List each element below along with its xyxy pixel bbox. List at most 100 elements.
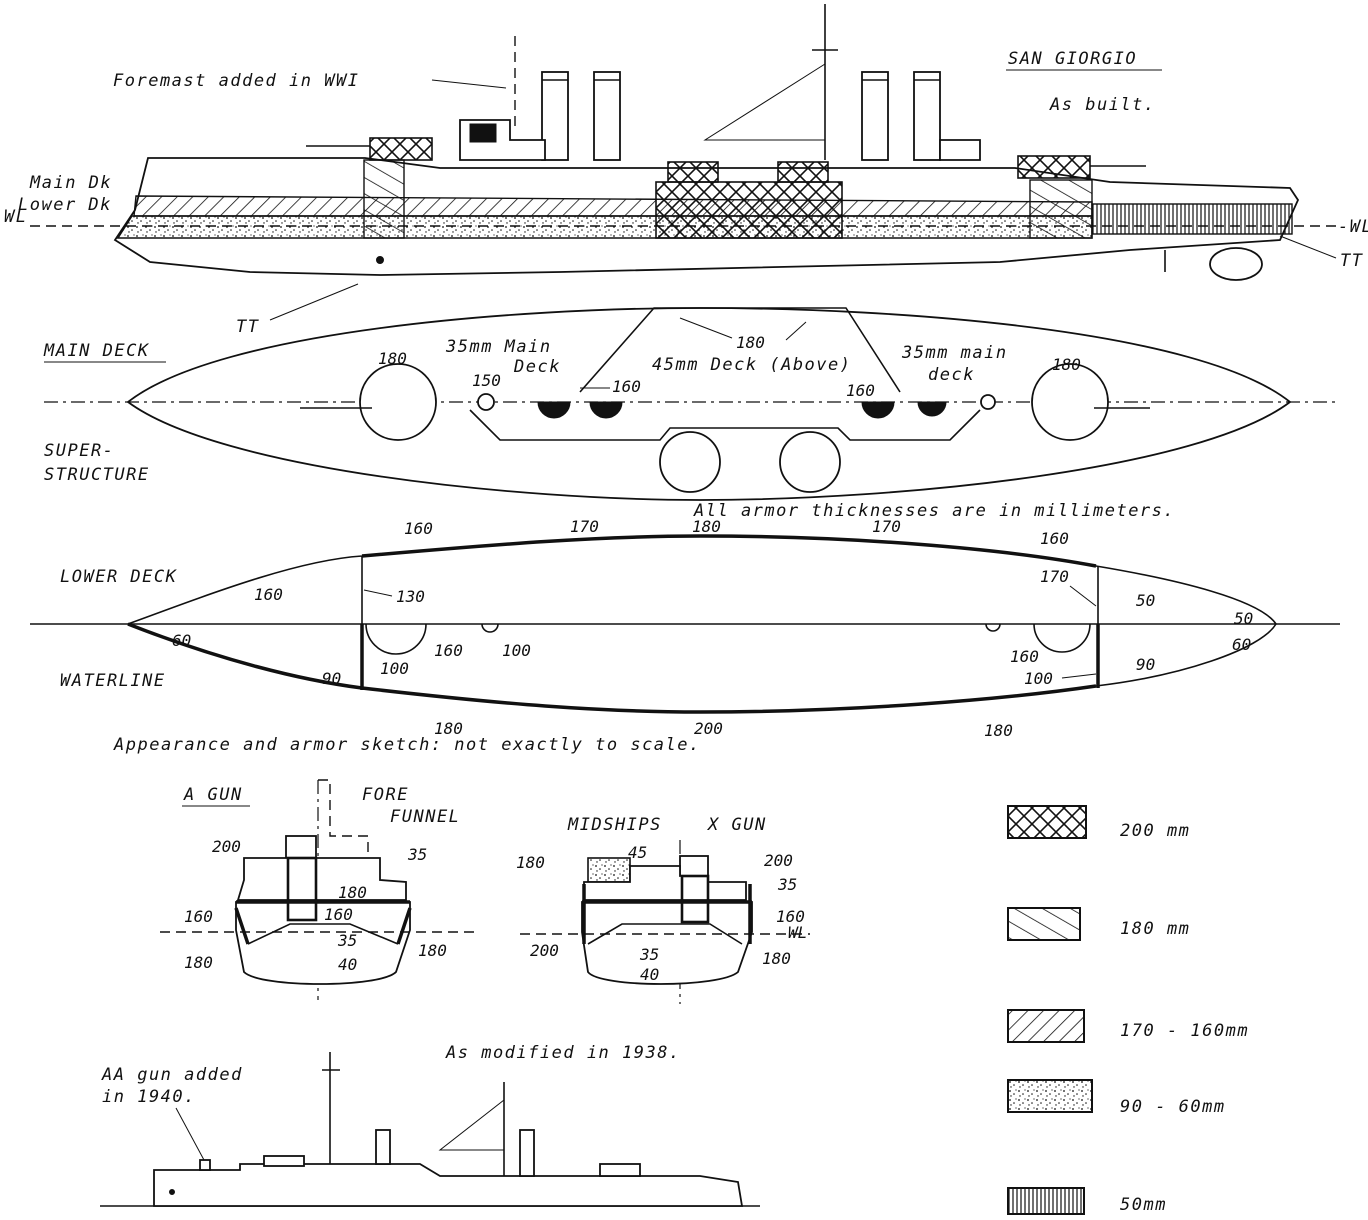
legend-label-180: 180 mm — [1120, 919, 1190, 939]
lower-deck-edge-upper — [127, 535, 1277, 625]
rudder — [1209, 247, 1263, 281]
legend-swatch-180 — [1007, 907, 1081, 941]
fore-barbette — [359, 363, 437, 441]
a-gun-label: A GUN — [183, 785, 243, 805]
md-180-leader-b — [785, 321, 807, 341]
funnel-4 — [913, 71, 941, 161]
lower-hatch-2 — [985, 623, 1001, 632]
bridge-window — [469, 123, 497, 143]
ld-130: 130 — [396, 587, 425, 606]
m-45: 45 — [628, 843, 647, 862]
turret-1938-aft — [599, 1163, 641, 1177]
x-gun-turret — [679, 855, 709, 877]
legend-swatch-50 — [1007, 1187, 1085, 1215]
a-gun-barbette — [286, 856, 318, 922]
a-35b: 35 — [337, 931, 357, 950]
derrick-1938 — [438, 1099, 505, 1151]
wl-bot-180-right: 180 — [984, 721, 1013, 740]
armor-legend: 200 mm 180 mm 170 - 160mm 90 - 60mm 50mm — [1007, 805, 1248, 1215]
superstructure-label-2: STRUCTURE — [44, 465, 150, 485]
turret-1938-fore — [263, 1155, 305, 1167]
main-deck-label: MAIN DECK — [43, 341, 150, 361]
mid-wing-turret — [587, 857, 631, 883]
aft-barbette — [1031, 363, 1109, 441]
wing-turret-1 — [667, 161, 719, 183]
wl-right-label: -WL — [1338, 217, 1368, 237]
legend-swatch-90-60 — [1007, 1079, 1093, 1113]
lower-deck-label: LOWER DECK — [60, 567, 178, 587]
ld-170: 170 — [1040, 567, 1069, 586]
funnel-base-1 — [537, 401, 571, 419]
deck-35-left-1: 35mm Main — [445, 337, 552, 357]
wl-100-left: 100 — [380, 659, 409, 678]
wl-90-right: 90 — [1136, 655, 1155, 674]
profile-as-built: SAN GIORGIO As built. Foremast added in … — [4, 4, 1368, 337]
m-180: 180 — [516, 853, 545, 872]
waterline-armor-lower — [127, 622, 1097, 714]
fwd-barbette-lower — [365, 623, 427, 655]
derrick-rig — [703, 63, 826, 141]
hatch-150 — [477, 393, 495, 411]
a-gun-upper-hull — [236, 857, 407, 901]
ld-50-a: 50 — [1136, 591, 1155, 610]
deck-35-left-2: Deck — [513, 357, 561, 377]
main-dk-label: Main Dk — [29, 173, 112, 193]
mid-lower-hull — [581, 901, 753, 985]
section-a-gun: A GUN FORE FUNNEL 200 35 180 160 160 35 … — [160, 779, 480, 1000]
deck-35-right-1: 35mm main — [901, 343, 1008, 363]
lower-deck-plan: All armor thicknesses are in millimeters… — [30, 501, 1340, 755]
tt-bottom-leader — [269, 283, 359, 321]
funnel-base-3 — [861, 401, 895, 419]
lower-dk-label: Lower Dk — [18, 195, 112, 215]
wing-turret-stbd — [779, 431, 841, 493]
wl-bot-180-left: 180 — [434, 719, 463, 738]
tt-bottom-label: TT — [236, 317, 260, 337]
superstructure-outline — [469, 409, 981, 441]
funnel-base-2 — [589, 401, 623, 419]
aa-gun-leader — [175, 1107, 205, 1161]
wl-60-right: 60 — [1232, 635, 1251, 654]
md-160-left: 160 — [612, 377, 641, 396]
section-midships-x-gun: MIDSHIPS X GUN 180 45 200 35 160 WL 200 … — [516, 815, 810, 1004]
main-deck-plan: MAIN DECK SUPER- STRUCTURE 35mm Main Dec… — [43, 307, 1340, 501]
aa-gun-note-1: AA gun added — [101, 1065, 243, 1085]
wl-160-right: 160 — [1010, 647, 1039, 666]
wing-turret-port — [659, 431, 721, 493]
legend-swatch-200 — [1007, 805, 1087, 839]
a-180b: 180 — [418, 941, 447, 960]
x-gun-barbette — [680, 874, 710, 924]
m-wl: WL — [788, 923, 807, 942]
legend-swatch-170-160 — [1007, 1009, 1085, 1043]
fore-funnel-2: FUNNEL — [390, 807, 460, 827]
funnel-1 — [541, 71, 569, 161]
m-200a: 200 — [764, 851, 793, 870]
md-160-right: 160 — [846, 381, 875, 400]
as-built-label: As built. — [1049, 95, 1156, 115]
deck-45-outline — [579, 307, 901, 393]
belt-200-midships — [655, 181, 843, 239]
funnel-3 — [861, 71, 889, 161]
legend-label-90-60: 90 - 60mm — [1120, 1097, 1226, 1117]
a-200: 200 — [212, 837, 241, 856]
md-180-right: 180 — [1052, 355, 1081, 374]
ld-170-leader — [1069, 585, 1097, 607]
deck-45-label: 45mm Deck (Above) — [652, 355, 852, 375]
funnel-1938-1 — [375, 1129, 391, 1165]
md-150: 150 — [472, 371, 501, 390]
deck-35-right-2: deck — [928, 365, 975, 385]
m-200b: 200 — [530, 941, 559, 960]
x-gun-label: X GUN — [706, 815, 767, 835]
ld-top-160-left: 160 — [404, 519, 433, 538]
a-gun-turret — [285, 835, 317, 859]
hull-1938 — [153, 1163, 744, 1207]
profile-1938: As modified in 1938. AA gun added in 194… — [100, 1043, 760, 1207]
foremast-note: Foremast added in WWI — [113, 71, 359, 91]
aa-gun-1938 — [199, 1159, 211, 1171]
m-160: 160 — [776, 907, 805, 926]
aa-gun-note-2: in 1940. — [102, 1087, 196, 1107]
a-35: 35 — [407, 845, 427, 864]
fore-funnel-1: FORE — [362, 785, 409, 805]
torpedo-port-1938 — [169, 1189, 175, 1195]
a-180a: 180 — [338, 883, 367, 902]
